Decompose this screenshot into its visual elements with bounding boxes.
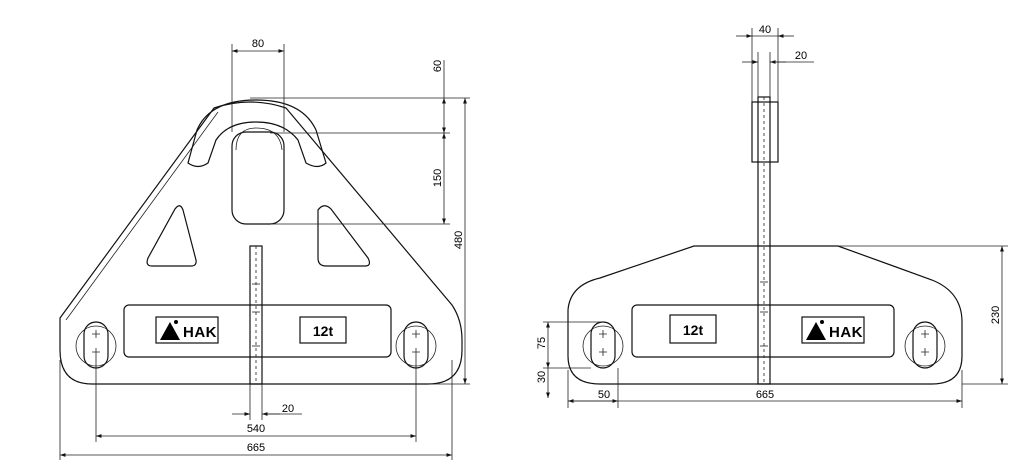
front-right-cutout: [317, 205, 371, 267]
side-brand-box: [801, 316, 865, 344]
front-label-panel: [123, 304, 392, 358]
side-base-outline: [567, 245, 963, 385]
front-lifting-loop: [187, 99, 327, 168]
side-logo-icon: [806, 322, 826, 340]
front-dim-overall-width: 665: [247, 442, 265, 454]
front-logo-icon: [160, 322, 180, 340]
front-dim-hole-spacing: 540: [247, 423, 265, 435]
side-right-hole: [904, 321, 946, 369]
front-dim-slot-width: 80: [252, 38, 264, 50]
side-dim-overall-length: 665: [756, 389, 774, 401]
front-center-slot: [231, 131, 285, 225]
front-brand-text: HAK: [183, 324, 217, 341]
front-slot-inner: [235, 127, 283, 151]
side-dim-plate-thickness: 20: [795, 50, 807, 62]
front-dim-plate-thickness: 20: [282, 403, 294, 415]
side-label-panel: [631, 304, 895, 358]
side-dim-hook-width: 40: [759, 24, 771, 36]
side-dim-hole-vertical: 75: [536, 337, 548, 349]
front-brand-box: [155, 316, 219, 344]
front-dim-top-offset: 60: [432, 60, 444, 72]
front-view: HAK 12t 80 60: [59, 38, 470, 460]
side-dim-base-height: 230: [990, 306, 1002, 324]
side-view: 12t HAK 40: [536, 24, 1008, 408]
front-dim-slot-height: 150: [432, 169, 444, 187]
side-load-text: 12t: [683, 322, 704, 338]
front-left-cutout: [146, 205, 197, 267]
front-body-outline: [59, 101, 463, 385]
side-brand-text: HAK: [829, 324, 863, 341]
front-load-text: 12t: [313, 323, 334, 339]
side-left-hole: [582, 321, 624, 369]
front-load-box: [299, 316, 347, 344]
side-load-box: [669, 314, 717, 344]
front-dim-overall-height: 480: [453, 231, 465, 249]
side-hook: [751, 101, 779, 163]
side-dim-hole-edge: 50: [598, 389, 610, 401]
side-dim-hole-bottom: 30: [536, 371, 548, 383]
front-body-inner-line: [65, 111, 219, 321]
